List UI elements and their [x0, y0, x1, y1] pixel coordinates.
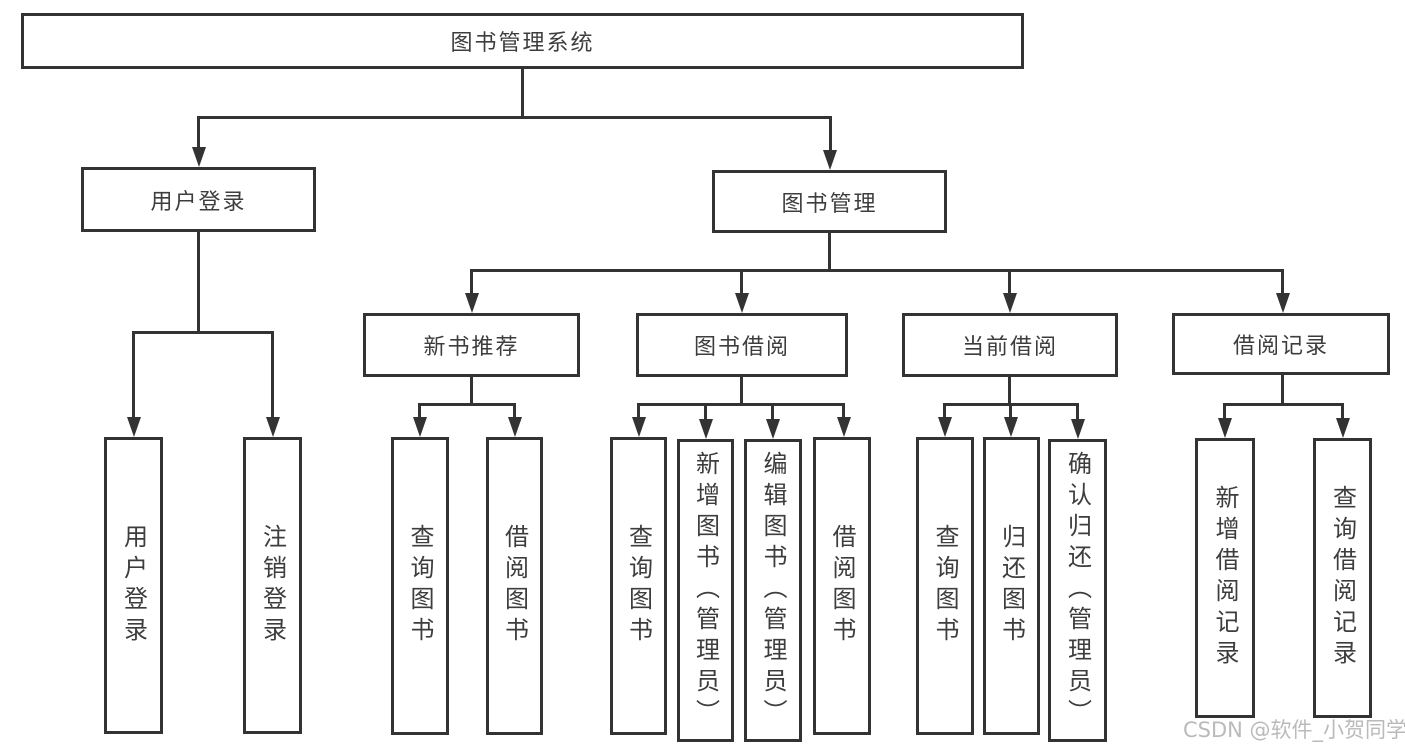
- leaf-query-book: 查询图书: [610, 437, 667, 735]
- leaf-user-login: 用户登录: [104, 437, 163, 734]
- connector-split: [1223, 403, 1344, 406]
- connector-split: [418, 403, 516, 406]
- connector-drop-current-borrow: [1008, 269, 1011, 295]
- arrow-down-icon: [938, 417, 952, 437]
- arrow-down-icon: [735, 293, 749, 313]
- connector-user-login-split: [132, 331, 274, 334]
- leaf-borrow-book: 借阅图书: [813, 437, 871, 735]
- connector-drop-leaf: [943, 403, 946, 419]
- arrow-down-icon: [632, 417, 646, 437]
- leaf-confirm-return-admin: 确认归还（管理员）: [1048, 439, 1107, 742]
- leaf-query-book: 查询图书: [391, 437, 449, 735]
- connector-book-management-stem: [828, 233, 831, 272]
- arrow-down-icon: [1218, 418, 1232, 438]
- arrow-down-icon: [837, 417, 851, 437]
- connector-drop-leaf: [704, 403, 707, 421]
- arrow-down-icon: [127, 417, 141, 437]
- watermark: CSDN @软件_小贺同学: [1183, 718, 1405, 742]
- arrow-down-icon: [508, 417, 522, 437]
- connector-root-stem: [521, 69, 524, 118]
- leaf-query-book: 查询图书: [916, 437, 974, 735]
- leaf-query-borrow-record: 查询借阅记录: [1313, 438, 1372, 718]
- connector-drop-leaf: [1076, 403, 1079, 421]
- arrow-down-icon: [699, 419, 713, 439]
- leaf-borrow-book: 借阅图书: [486, 437, 543, 735]
- leaf-add-borrow-record: 新增借阅记录: [1195, 438, 1255, 718]
- connector-drop-leaf: [637, 403, 640, 419]
- connector-drop-leaf: [513, 403, 516, 419]
- arrow-down-icon: [1004, 417, 1018, 437]
- node-current-borrow: 当前借阅: [902, 313, 1118, 377]
- connector-drop-book-management: [829, 116, 832, 154]
- connector-drop-new-book: [470, 269, 473, 295]
- arrow-down-icon: [1276, 293, 1290, 313]
- connector-drop-borrow-records: [1281, 269, 1284, 295]
- arrow-down-icon: [1071, 419, 1085, 439]
- connector-drop-user-login: [197, 116, 200, 151]
- connector-drop-book-borrow: [740, 269, 743, 295]
- arrow-down-icon: [192, 147, 206, 167]
- node-user-login: 用户登录: [81, 167, 316, 232]
- arrow-down-icon: [1336, 418, 1350, 438]
- node-borrow-records: 借阅记录: [1172, 313, 1390, 375]
- connector-drop-leaf: [1341, 403, 1344, 420]
- node-new-book-recommend: 新书推荐: [363, 313, 580, 377]
- arrow-down-icon: [823, 150, 837, 170]
- connector-book-management-split: [470, 269, 1284, 272]
- arrow-down-icon: [465, 293, 479, 313]
- leaf-edit-book-admin: 编辑图书（管理员）: [744, 439, 802, 742]
- arrow-down-icon: [1003, 293, 1017, 313]
- connector-split: [637, 403, 845, 406]
- arrow-down-icon: [266, 417, 280, 437]
- arrow-down-icon: [413, 417, 427, 437]
- connector-drop-leaf: [271, 331, 274, 419]
- connector-stem: [1008, 377, 1011, 406]
- connector-drop-leaf: [1009, 403, 1012, 419]
- node-book-management: 图书管理: [712, 170, 947, 233]
- leaf-return-book: 归还图书: [983, 437, 1040, 735]
- connector-stem: [1281, 375, 1284, 406]
- connector-drop-leaf: [132, 331, 135, 419]
- node-library-management-system: 图书管理系统: [21, 13, 1024, 69]
- connector-stem: [470, 377, 473, 406]
- connector-drop-leaf: [842, 403, 845, 419]
- connector-drop-leaf: [418, 403, 421, 419]
- arrow-down-icon: [766, 419, 780, 439]
- node-book-borrow: 图书借阅: [636, 313, 848, 377]
- connector-root-split: [197, 116, 831, 119]
- leaf-add-book-admin: 新增图书（管理员）: [677, 439, 734, 742]
- connector-drop-leaf: [1223, 403, 1226, 420]
- connector-stem: [740, 377, 743, 406]
- leaf-logout: 注销登录: [243, 437, 302, 734]
- connector-user-login-stem: [197, 232, 200, 334]
- connector-drop-leaf: [771, 403, 774, 421]
